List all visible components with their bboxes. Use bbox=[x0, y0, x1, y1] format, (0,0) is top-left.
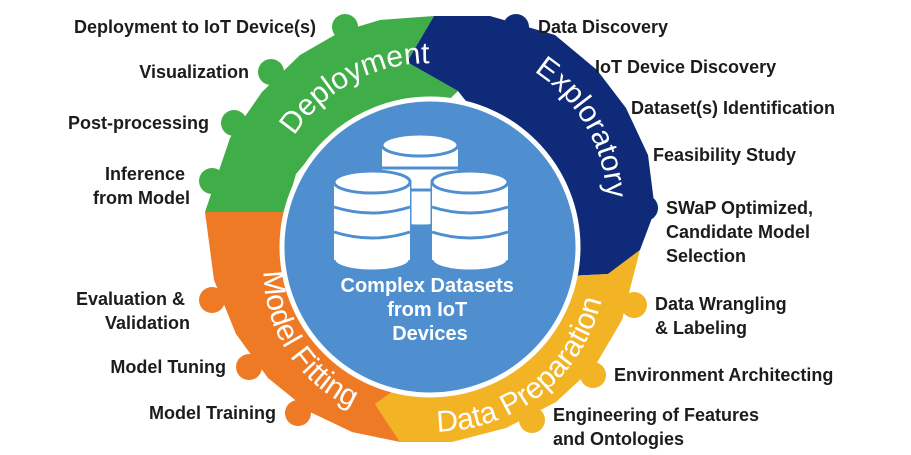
step-label: Model Tuning bbox=[110, 357, 226, 377]
step-dot bbox=[560, 54, 586, 80]
step-dot bbox=[199, 287, 225, 313]
center-line-2: from IoT bbox=[387, 299, 467, 321]
deployment-segment bbox=[205, 16, 458, 212]
step-label: Inference from Model bbox=[93, 164, 190, 208]
center-caption: Complex Datasets from IoT Devices bbox=[341, 275, 520, 345]
database-stack-icon bbox=[332, 132, 510, 273]
deployment-items: Deployment to IoT Device(s) Visualizatio… bbox=[68, 14, 358, 208]
step-dot bbox=[236, 354, 262, 380]
step-label: Data Discovery bbox=[538, 17, 668, 37]
step-label: Post-processing bbox=[68, 113, 209, 133]
model-fitting-items: Evaluation & Validation Model Tuning Mod… bbox=[76, 287, 311, 426]
step-dot bbox=[618, 142, 644, 168]
step-label: Engineering of Features and Ontologies bbox=[553, 405, 764, 449]
database-cylinder-right bbox=[430, 169, 510, 273]
step-dot bbox=[199, 168, 225, 194]
step-label: Data Wrangling & Labeling bbox=[655, 294, 792, 338]
step-label: IoT Device Discovery bbox=[595, 57, 776, 77]
center-line-1: Complex Datasets bbox=[341, 275, 514, 297]
step-label: Feasibility Study bbox=[653, 145, 796, 165]
data-preparation-items: Data Wrangling & Labeling Environment Ar… bbox=[519, 292, 833, 449]
step-label: Environment Architecting bbox=[614, 365, 833, 385]
step-dot bbox=[519, 407, 545, 433]
step-dot bbox=[285, 400, 311, 426]
step-dot bbox=[596, 95, 622, 121]
step-dot bbox=[221, 110, 247, 136]
step-dot bbox=[503, 14, 529, 40]
step-dot bbox=[580, 362, 606, 388]
step-label: Visualization bbox=[139, 62, 249, 82]
exploratory-items: Data Discovery IoT Device Discovery Data… bbox=[503, 14, 835, 266]
step-label: Dataset(s) Identification bbox=[631, 98, 835, 118]
step-dot bbox=[332, 14, 358, 40]
step-dot bbox=[258, 59, 284, 85]
step-label: SWaP Optimized, Candidate Model Selectio… bbox=[666, 198, 818, 266]
step-label: Evaluation & Validation bbox=[76, 289, 190, 333]
step-label: Model Training bbox=[149, 403, 276, 423]
center-line-3: Devices bbox=[392, 323, 468, 345]
step-dot bbox=[621, 292, 647, 318]
step-dot bbox=[632, 195, 658, 221]
step-label: Deployment to IoT Device(s) bbox=[74, 17, 316, 37]
database-cylinder-left bbox=[332, 169, 412, 273]
